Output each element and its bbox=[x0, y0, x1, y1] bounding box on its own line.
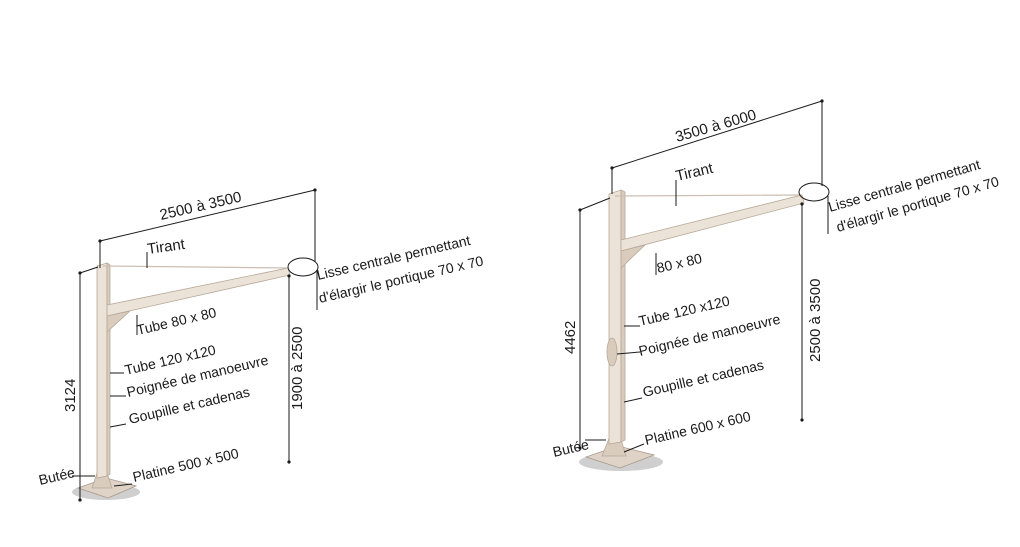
right-portique: 3500 à 6000 Tirant Lisse centrale permet… bbox=[551, 99, 1001, 471]
right-height-ext-top bbox=[579, 197, 611, 211]
left-tirant-wire bbox=[102, 265, 289, 269]
right-plate-label: Platine 600 x 600 bbox=[643, 408, 752, 448]
left-lisse-circle bbox=[287, 257, 319, 277]
left-plate-leader bbox=[113, 483, 133, 487]
left-portique: 2500 à 3500 Tirant Lisse centrale permet… bbox=[37, 188, 485, 502]
right-post bbox=[608, 189, 622, 445]
right-height-dot-a bbox=[578, 208, 582, 212]
left-width-dot-a bbox=[98, 239, 102, 243]
left-beam-brace bbox=[106, 310, 132, 333]
right-height-dot-b bbox=[578, 446, 582, 450]
right-clearance-dot-a bbox=[800, 202, 804, 206]
right-width-dot-a bbox=[610, 166, 614, 170]
right-width-dim-line bbox=[611, 100, 823, 169]
right-post-tube-label: Tube 120 x120 bbox=[637, 292, 731, 329]
right-width-dot-b bbox=[820, 99, 824, 103]
right-beam bbox=[620, 194, 805, 252]
right-lock-leader bbox=[623, 397, 643, 403]
right-stop-label: Butée bbox=[551, 436, 590, 460]
left-height-dot-b bbox=[78, 498, 82, 502]
right-clearance-label: 2500 à 3500 bbox=[807, 279, 824, 362]
right-clearance-dot-b bbox=[800, 418, 804, 422]
right-tirant-label: Tirant bbox=[674, 160, 715, 185]
right-height-label: 4462 bbox=[562, 321, 579, 354]
left-tirant-label: Tirant bbox=[146, 236, 187, 258]
left-height-dot-a bbox=[78, 271, 82, 275]
right-width-label: 3500 à 6000 bbox=[673, 107, 758, 146]
right-handle-shape bbox=[606, 337, 618, 367]
left-clearance-dot-a bbox=[287, 274, 291, 278]
right-lisse-circle bbox=[798, 182, 830, 202]
left-width-dot-b bbox=[313, 188, 317, 192]
left-stop-label: Butée bbox=[37, 464, 76, 488]
left-post bbox=[96, 262, 108, 479]
left-lock-leader bbox=[109, 423, 127, 428]
right-beam-brace bbox=[620, 244, 647, 269]
left-height-ext-top bbox=[79, 266, 99, 274]
right-handle-leader bbox=[616, 351, 641, 355]
right-post-side bbox=[620, 189, 626, 443]
right-tirant-wire bbox=[614, 194, 803, 197]
left-plate-label: Platine 500 x 500 bbox=[131, 445, 240, 485]
left-clearance-label: 1900 à 2500 bbox=[289, 327, 306, 410]
right-plate-leader bbox=[623, 443, 645, 453]
right-beam-tube-label: 80 x 80 bbox=[655, 250, 704, 276]
left-clearance-dot-b bbox=[287, 460, 291, 464]
left-height-label: 3124 bbox=[62, 379, 79, 412]
right-lock-label: Goupille et cadenas bbox=[641, 356, 765, 399]
left-width-label: 2500 à 3500 bbox=[158, 189, 243, 224]
left-post-side bbox=[106, 262, 111, 477]
left-width-dim-line bbox=[99, 189, 316, 242]
left-beam-tube-label: Tube 80 x 80 bbox=[135, 304, 218, 338]
